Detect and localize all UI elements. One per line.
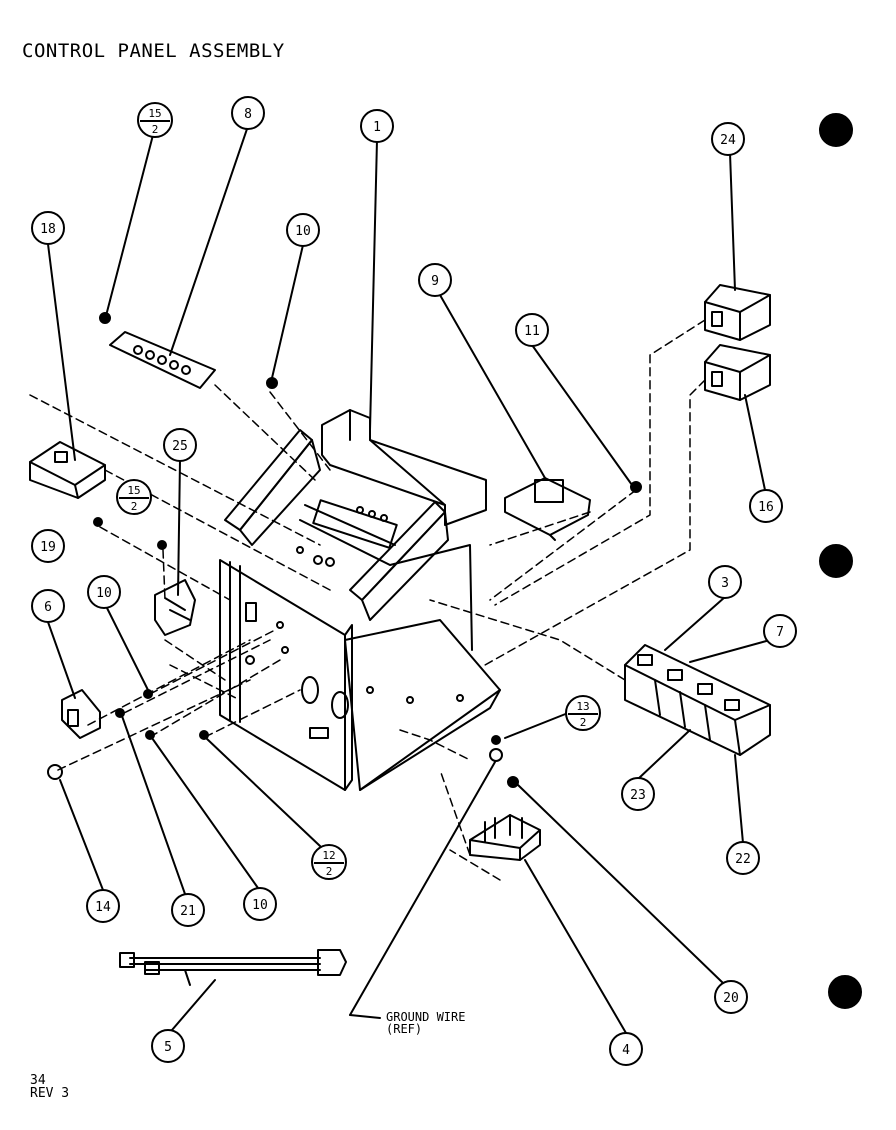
svg-text:10: 10	[96, 586, 112, 601]
callout-19: 19	[31, 529, 65, 563]
ground-screw	[489, 748, 503, 762]
svg-text:12: 12	[322, 849, 335, 862]
callout-1: 1	[360, 109, 394, 143]
svg-text:23: 23	[630, 788, 646, 803]
callout-20: 20	[714, 980, 748, 1014]
ground-wire-line1: GROUND WIRE	[386, 1010, 466, 1024]
svg-text:21: 21	[180, 904, 196, 919]
relay	[154, 540, 196, 636]
callout-14: 14	[86, 889, 120, 923]
wire-harness	[119, 949, 347, 986]
svg-text:3: 3	[721, 576, 729, 591]
grommet	[47, 764, 63, 780]
ground-wire-label: GROUND WIRE (REF)	[386, 1011, 465, 1035]
ground-wire-line2: (REF)	[386, 1022, 423, 1036]
callout-7: 7	[763, 614, 797, 648]
relay-block	[624, 644, 771, 756]
svg-text:16: 16	[758, 500, 774, 515]
control-box-chassis	[219, 409, 501, 791]
screw	[266, 377, 278, 389]
callout-5: 5	[151, 1029, 185, 1063]
svg-text:25: 25	[172, 439, 188, 454]
svg-text:2: 2	[152, 123, 159, 136]
registration-dot	[828, 975, 862, 1009]
svg-text:6: 6	[44, 600, 52, 615]
page-number: 34	[30, 1073, 46, 1088]
callout-24: 24	[711, 122, 745, 156]
fraction-callout-12-2: 12 2	[311, 844, 347, 880]
fraction-callout-13-2: 13 2	[565, 695, 601, 731]
callout-10: 10	[243, 887, 277, 921]
svg-text:2: 2	[580, 716, 587, 729]
callout-23: 23	[621, 777, 655, 811]
callout-3: 3	[708, 565, 742, 599]
fraction-callout-15-2: 15 2	[137, 102, 173, 138]
svg-text:4: 4	[622, 1043, 630, 1058]
svg-text:11: 11	[524, 324, 540, 339]
fraction-callout-15-2: 15 2	[116, 479, 152, 515]
svg-text:1: 1	[373, 120, 381, 135]
revision-label: REV 3	[30, 1086, 70, 1101]
svg-text:10: 10	[252, 898, 268, 913]
callout-10: 10	[87, 575, 121, 609]
callout-22: 22	[726, 841, 760, 875]
svg-text:13: 13	[576, 700, 589, 713]
svg-text:2: 2	[131, 500, 138, 513]
callout-25: 25	[163, 428, 197, 462]
svg-text:15: 15	[148, 107, 161, 120]
svg-text:8: 8	[244, 107, 252, 122]
screw	[630, 481, 642, 493]
capacitor-16	[704, 344, 771, 401]
terminal-strip	[99, 312, 216, 389]
svg-text:2: 2	[326, 865, 333, 878]
leader-lines	[47, 125, 771, 1034]
dashed-assembly-lines	[29, 319, 706, 881]
svg-text:7: 7	[776, 625, 784, 640]
callout-16: 16	[749, 489, 783, 523]
callout-10: 10	[286, 213, 320, 247]
svg-text:18: 18	[40, 222, 56, 237]
page-title: CONTROL PANEL ASSEMBLY	[22, 40, 285, 62]
callout-11: 11	[515, 313, 549, 347]
terminal-block	[469, 776, 541, 861]
svg-text:15: 15	[127, 484, 140, 497]
callout-6: 6	[31, 589, 65, 623]
svg-text:10: 10	[295, 224, 311, 239]
callout-21: 21	[171, 893, 205, 927]
svg-text:24: 24	[720, 133, 736, 148]
callout-8: 8	[231, 96, 265, 130]
callout-18: 18	[31, 211, 65, 245]
svg-text:14: 14	[95, 900, 111, 915]
svg-text:19: 19	[40, 540, 56, 555]
transformer	[504, 477, 591, 541]
svg-text:9: 9	[431, 274, 439, 289]
relay-bracket	[29, 441, 106, 527]
callout-9: 9	[418, 263, 452, 297]
registration-dot	[819, 113, 853, 147]
page-footer: 34 REV 3	[30, 1074, 69, 1100]
svg-text:22: 22	[735, 852, 751, 867]
callout-4: 4	[609, 1032, 643, 1066]
capacitor-24	[704, 284, 771, 341]
svg-text:20: 20	[723, 991, 739, 1006]
rocker-switch	[61, 689, 101, 739]
registration-dot	[819, 544, 853, 578]
svg-text:5: 5	[164, 1040, 172, 1055]
